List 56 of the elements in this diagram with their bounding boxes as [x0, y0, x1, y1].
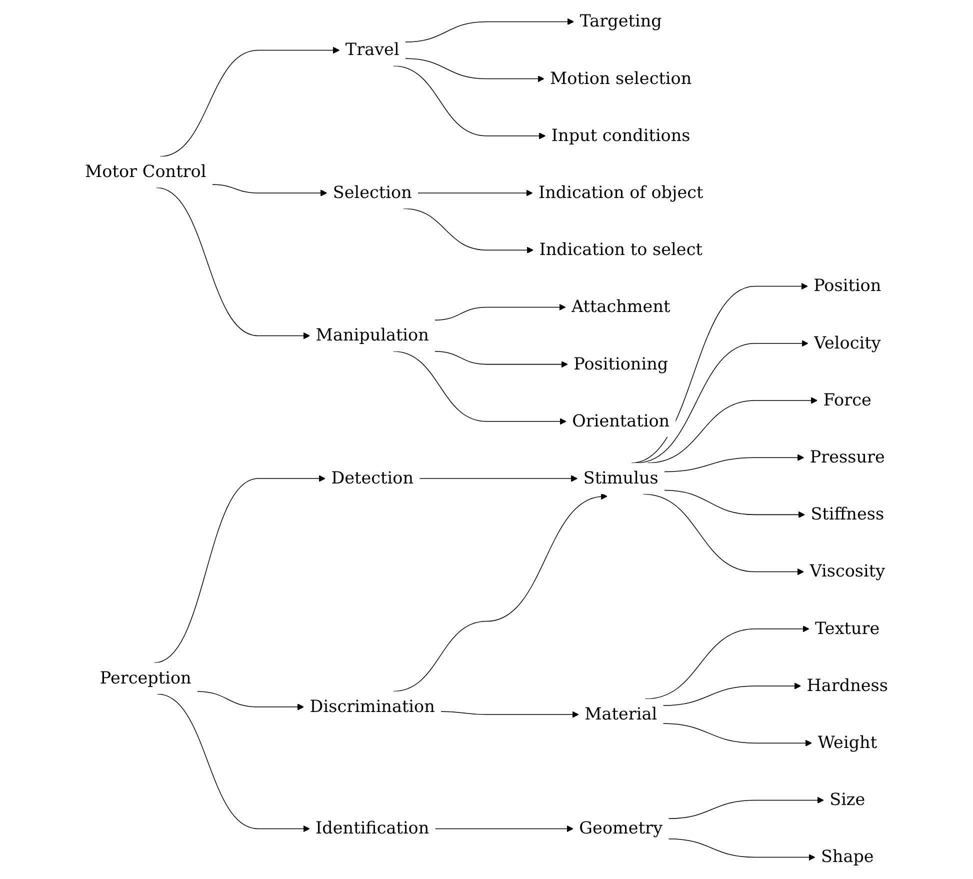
node-text: Velocity: [814, 334, 881, 353]
node-text: Motion selection: [550, 69, 692, 88]
arrow: [156, 694, 310, 832]
arrow: [636, 340, 808, 464]
node-text: Force: [823, 390, 872, 410]
node-text: Material: [584, 705, 658, 724]
arrow: [419, 475, 578, 482]
node-text: Shape: [820, 848, 874, 867]
arrow: [434, 825, 574, 832]
arrow: [154, 475, 326, 664]
node-text: Hardness: [806, 676, 888, 696]
node-text: Manipulation: [316, 326, 429, 346]
arrow: [664, 490, 805, 518]
node-text: Texture: [815, 619, 880, 638]
node-text: Weight: [818, 734, 878, 753]
arrow: [440, 711, 579, 718]
node-text: Indication of object: [538, 183, 704, 203]
arrow: [434, 304, 566, 321]
arrow: [156, 187, 310, 340]
node-text: Position: [814, 276, 882, 296]
arrow: [212, 184, 328, 196]
arrow: [392, 494, 608, 692]
node-text: Identification: [316, 819, 430, 838]
arrow: [664, 454, 804, 472]
arrow: [434, 351, 568, 368]
arrow: [662, 723, 812, 746]
arrow: [668, 796, 824, 819]
node-text: Motor Control: [85, 162, 206, 182]
node-text: Perception: [100, 668, 192, 688]
node-text: Positioning: [574, 354, 668, 374]
node-text: Targeting: [580, 12, 662, 32]
arrow: [662, 682, 801, 706]
arrow: [160, 46, 340, 157]
node-text: Selection: [332, 183, 412, 203]
node-text: Geometry: [579, 819, 663, 838]
arrow: [631, 282, 808, 464]
node-text: Discrimination: [310, 697, 435, 716]
node-text: Travel: [345, 40, 400, 60]
node-text: Stiffness: [810, 505, 884, 524]
arrow: [392, 65, 546, 140]
arrow: [405, 18, 574, 42]
arrow: [392, 351, 566, 425]
arrow: [647, 397, 818, 464]
node-text: Detection: [331, 469, 414, 488]
node-text: Input conditions: [551, 126, 690, 146]
arrow: [403, 208, 534, 254]
node-text: Viscosity: [810, 562, 886, 582]
node-text: Pressure: [810, 448, 885, 468]
node-text: Attachment: [571, 298, 670, 317]
node-text: Size: [830, 790, 866, 810]
arrow: [642, 494, 804, 576]
node-text: Indication to select: [539, 240, 702, 260]
arrow: [418, 190, 533, 196]
arrow: [668, 838, 816, 861]
arrow: [405, 58, 544, 82]
arrow: [197, 691, 304, 710]
